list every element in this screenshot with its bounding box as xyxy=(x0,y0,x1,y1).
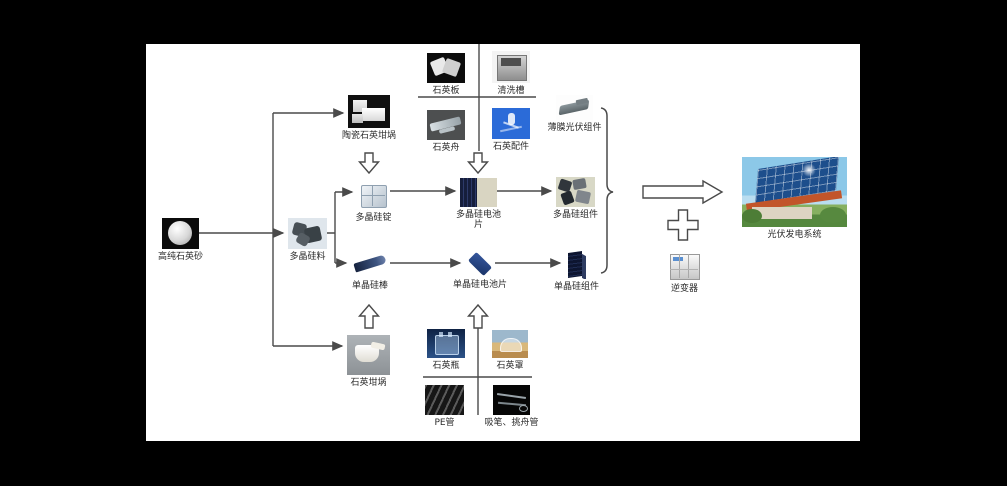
node-mono-module: 单晶硅组件 xyxy=(554,251,599,292)
node-poly-module: 多晶硅组件 xyxy=(552,177,599,220)
poly-module-label: 多晶硅组件 xyxy=(552,210,599,220)
quartz-crucible-label: 石英坩埚 xyxy=(350,378,387,388)
quartz-fittings-image xyxy=(492,108,530,139)
quartz-cover-image xyxy=(492,330,528,358)
node-quartz-bottle: 石英瓶 xyxy=(427,329,465,371)
quartz-bottle-image xyxy=(427,329,465,358)
quartz-crucible-image xyxy=(347,335,390,375)
poly-material-label: 多晶硅料 xyxy=(289,252,326,262)
poly-material-image xyxy=(288,218,327,249)
node-quartz-fittings: 石英配件 xyxy=(492,108,530,152)
node-quartz-sand: 高纯石英砂 xyxy=(158,218,203,262)
mono-cell-label: 单晶硅电池片 xyxy=(452,280,508,290)
cleaning-tank-label: 清洗槽 xyxy=(497,86,525,96)
thin-film-module-image xyxy=(556,95,593,120)
node-quartz-plate: 石英板 xyxy=(427,53,465,96)
hollow-arrows xyxy=(357,152,724,329)
flow-lines xyxy=(199,44,614,415)
node-poly-cell: 多晶硅电池片 xyxy=(456,178,501,230)
diagram-canvas: 高纯石英砂 多晶硅料 陶瓷石英坩埚 多晶硅锭 单晶硅棒 xyxy=(146,44,860,441)
mono-cell-image xyxy=(465,251,495,277)
inverter-image xyxy=(666,252,703,281)
mono-module-label: 单晶硅组件 xyxy=(553,282,600,292)
quartz-boat-image xyxy=(427,110,465,140)
quartz-cover-label: 石英罩 xyxy=(496,361,524,371)
up-arrow-icon xyxy=(357,303,381,329)
node-cleaning-tank: 清洗槽 xyxy=(492,51,530,96)
ceramic-crucible-image xyxy=(348,95,390,128)
pv-system-label: 光伏发电系统 xyxy=(767,230,822,240)
poly-cell-label: 多晶硅电池片 xyxy=(455,210,501,230)
node-suction-pen-boat-tube: 吸笔、挑舟管 xyxy=(484,385,539,428)
mono-rod-image xyxy=(350,250,390,278)
quartz-plate-image xyxy=(427,53,465,83)
node-quartz-crucible: 石英坩埚 xyxy=(347,335,390,388)
quartz-sand-image xyxy=(162,218,199,249)
inverter-label: 逆变器 xyxy=(670,284,699,294)
cleaning-tank-image xyxy=(492,51,530,83)
quartz-boat-label: 石英舟 xyxy=(432,143,460,153)
thin-film-module-label: 薄膜光伏组件 xyxy=(547,123,602,133)
node-ceramic-crucible: 陶瓷石英坩埚 xyxy=(342,95,396,141)
node-pv-system: 光伏发电系统 xyxy=(742,157,847,240)
poly-ingot-label: 多晶硅锭 xyxy=(355,213,392,223)
down-arrow-icon xyxy=(357,152,381,175)
plus-icon xyxy=(667,209,699,241)
quartz-fittings-label: 石英配件 xyxy=(492,142,530,152)
pe-tube-label: PE管 xyxy=(434,418,455,428)
mono-module-image xyxy=(563,251,590,279)
node-pe-tube: PE管 xyxy=(425,385,464,428)
down-arrow-icon xyxy=(466,152,490,175)
quartz-sand-label: 高纯石英砂 xyxy=(157,252,204,262)
node-poly-ingot: 多晶硅锭 xyxy=(355,182,392,223)
quartz-bottle-label: 石英瓶 xyxy=(432,361,460,371)
suction-pen-boat-tube-image xyxy=(493,385,530,415)
ceramic-crucible-label: 陶瓷石英坩埚 xyxy=(341,131,397,141)
pe-tube-image xyxy=(425,385,464,415)
big-right-arrow-icon xyxy=(642,179,724,205)
suction-pen-boat-tube-label: 吸笔、挑舟管 xyxy=(484,418,539,428)
pv-system-image xyxy=(742,157,847,227)
quartz-plate-label: 石英板 xyxy=(432,86,460,96)
brace xyxy=(600,107,614,274)
node-mono-cell: 单晶硅电池片 xyxy=(453,251,507,290)
node-quartz-boat: 石英舟 xyxy=(427,110,465,153)
poly-module-image xyxy=(556,177,595,207)
poly-cell-image xyxy=(460,178,497,207)
mono-rod-label: 单晶硅棒 xyxy=(351,281,389,291)
node-poly-material: 多晶硅料 xyxy=(288,218,327,262)
node-mono-rod: 单晶硅棒 xyxy=(350,250,390,291)
connector-layer xyxy=(199,44,724,415)
node-inverter: 逆变器 xyxy=(666,252,703,294)
node-thin-film-module: 薄膜光伏组件 xyxy=(547,95,602,133)
up-arrow-icon xyxy=(466,303,490,329)
node-quartz-cover: 石英罩 xyxy=(492,330,528,371)
poly-ingot-image xyxy=(357,182,390,210)
